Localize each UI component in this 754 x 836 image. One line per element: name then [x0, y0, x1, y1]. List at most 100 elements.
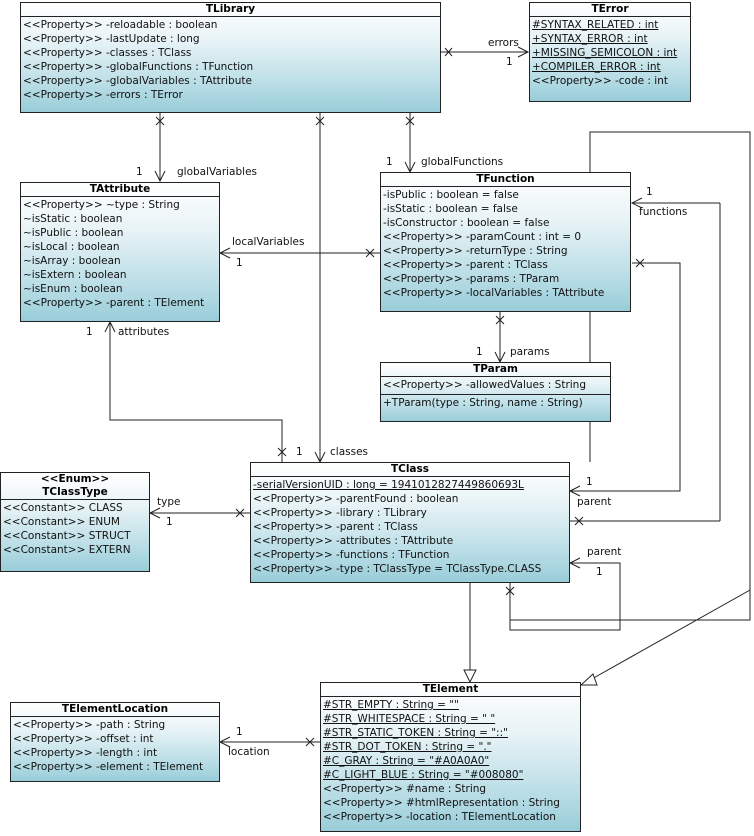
attribute: ~isStatic : boolean [23, 213, 123, 225]
literal-list: <<Constant>> CLASS <<Constant>> ENUM <<C… [1, 500, 149, 559]
attribute-list: #STR_EMPTY : String = "" #STR_WHITESPACE… [321, 697, 580, 826]
attribute: <<Property>> -attributes : TAttribute [253, 535, 454, 547]
operation-list: +TParam(type : String, name : String) [381, 394, 610, 412]
class-name: TElement [321, 683, 580, 697]
cross-classes [315, 116, 325, 126]
enum-literal: <<Constant>> ENUM [3, 516, 120, 528]
class-name: TElementLocation [11, 703, 219, 717]
attribute: ~isLocal : boolean [23, 241, 120, 253]
cross-functions [574, 516, 584, 526]
label-parent-self: parent [587, 546, 622, 558]
attribute-list: <<Property>> -reloadable : boolean <<Pro… [21, 17, 440, 104]
generalization-head-tclass [463, 669, 477, 684]
attribute: <<Property>> -length : int [13, 747, 158, 759]
mult-location: 1 [236, 726, 243, 738]
attribute: <<Property>> -globalFunctions : TFunctio… [23, 61, 254, 73]
attribute: <<Property>> -location : TElementLocatio… [323, 811, 556, 823]
class-name: TLibrary [21, 3, 440, 17]
cross-errors [444, 47, 453, 57]
cross-localvariables [365, 248, 375, 258]
cross-parent-self [505, 586, 515, 596]
label-type: type [157, 496, 181, 508]
class-name: TAttribute [21, 183, 219, 197]
cross-params [495, 315, 505, 325]
arrowhead-parent-tfunction [568, 485, 581, 497]
attribute: <<Property>> -parent : TClass [253, 521, 418, 533]
arrowhead-location [218, 736, 231, 748]
attribute: ~isEnum : boolean [23, 283, 123, 295]
attribute-list: #SYNTAX_RELATED : int +SYNTAX_ERROR : in… [530, 17, 690, 90]
enum-tclasstype[interactable]: <<Enum>> TClassType <<Constant>> CLASS <… [0, 472, 150, 572]
attribute: <<Property>> -path : String [13, 719, 166, 731]
arrowhead-globalvariables [154, 170, 166, 183]
attribute-list: <<Property>> -path : String <<Property>>… [11, 717, 219, 776]
arrowhead-functions [630, 197, 643, 209]
class-telementlocation[interactable]: TElementLocation <<Property>> -path : St… [10, 702, 220, 782]
attribute: <<Property>> -type : TClassType = TClass… [253, 563, 542, 575]
attribute: <<Property>> -code : int [532, 75, 668, 87]
attribute: <<Property>> #name : String [323, 783, 487, 795]
mult-parent-tfunction: 1 [586, 476, 593, 488]
attribute: #STR_WHITESPACE : String = " " [323, 713, 496, 725]
attribute: <<Property>> -localVariables : TAttribut… [383, 287, 605, 299]
mult-attributes: 1 [86, 326, 93, 338]
attribute: <<Property>> -functions : TFunction [253, 549, 450, 561]
attribute: #STR_EMPTY : String = "" [323, 699, 459, 711]
attribute: ~isArray : boolean [23, 255, 121, 267]
attribute: #C_GRAY : String = "#A0A0A0" [323, 755, 490, 767]
class-terror[interactable]: TError #SYNTAX_RELATED : int +SYNTAX_ERR… [529, 2, 691, 102]
attribute: <<Property>> -paramCount : int = 0 [383, 231, 582, 243]
class-name: TClass [251, 463, 569, 477]
attribute: <<Property>> -classes : TClass [23, 47, 192, 59]
attribute: -isConstructor : boolean = false [383, 217, 550, 229]
label-attributes: attributes [118, 326, 170, 338]
attribute: +COMPILER_ERROR : int [532, 61, 661, 73]
class-name: TError [530, 3, 690, 17]
attribute: <<Property>> -parent : TElement [23, 297, 205, 309]
edge-parent-tfunction [570, 262, 681, 492]
edge-tfunction-extends-telement [589, 140, 751, 681]
class-tclass[interactable]: TClass -serialVersionUID : long = 194101… [250, 462, 570, 583]
attribute: <<Property>> -globalVariables : TAttribu… [23, 75, 252, 87]
attribute: <<Property>> -element : TElement [13, 761, 204, 773]
attribute: -isPublic : boolean = false [383, 189, 519, 201]
mult-globalfunctions: 1 [386, 156, 393, 168]
generalization-head-tfunction [579, 673, 598, 686]
cross-parent-tfunction [635, 258, 645, 268]
attribute: #SYNTAX_RELATED : int [532, 19, 659, 31]
mult-localvariables: 1 [236, 257, 243, 269]
attribute: #STR_STATIC_TOKEN : String = "::" [323, 727, 508, 739]
mult-type: 1 [166, 516, 173, 528]
cross-type [235, 508, 245, 518]
attribute-list: -serialVersionUID : long = 1941012827449… [251, 477, 569, 578]
cross-attributes [277, 447, 287, 457]
arrowhead-type [148, 507, 161, 519]
mult-functions: 1 [646, 186, 653, 198]
attribute: #STR_DOT_TOKEN : String = "." [323, 741, 492, 753]
enum-literal: <<Constant>> CLASS [3, 502, 123, 514]
label-classes: classes [330, 446, 368, 458]
label-functions: functions [639, 206, 688, 218]
class-tattribute[interactable]: TAttribute <<Property>> ~type : String ~… [20, 182, 220, 322]
attribute: #C_LIGHT_BLUE : String = "#008080" [323, 769, 524, 781]
attribute: <<Property>> -parentFound : boolean [253, 493, 459, 505]
class-name: TClassType [42, 486, 108, 498]
attribute: <<Property>> -offset : int [13, 733, 154, 745]
enum-literal: <<Constant>> STRUCT [3, 530, 131, 542]
attribute: ~isExtern : boolean [23, 269, 127, 281]
edge-attributes [109, 322, 283, 462]
class-tfunction[interactable]: TFunction -isPublic : boolean = false -i… [380, 172, 631, 312]
label-errors: errors [488, 37, 519, 49]
attribute: <<Property>> -returnType : String [383, 245, 568, 257]
arrowhead-errors [517, 46, 530, 58]
class-tlibrary[interactable]: TLibrary <<Property>> -reloadable : bool… [20, 2, 441, 113]
class-tparam[interactable]: TParam <<Property>> -allowedValues : Str… [380, 362, 611, 422]
label-globalfunctions: globalFunctions [421, 156, 504, 168]
mult-parent-self: 1 [596, 566, 603, 578]
class-telement[interactable]: TElement #STR_EMPTY : String = "" #STR_W… [320, 682, 581, 832]
edge-parent-self [509, 562, 621, 631]
label-location: location [228, 746, 270, 758]
arrowhead-parent-self [568, 557, 581, 569]
attribute: ~isPublic : boolean [23, 227, 124, 239]
class-name: TParam [381, 363, 610, 377]
